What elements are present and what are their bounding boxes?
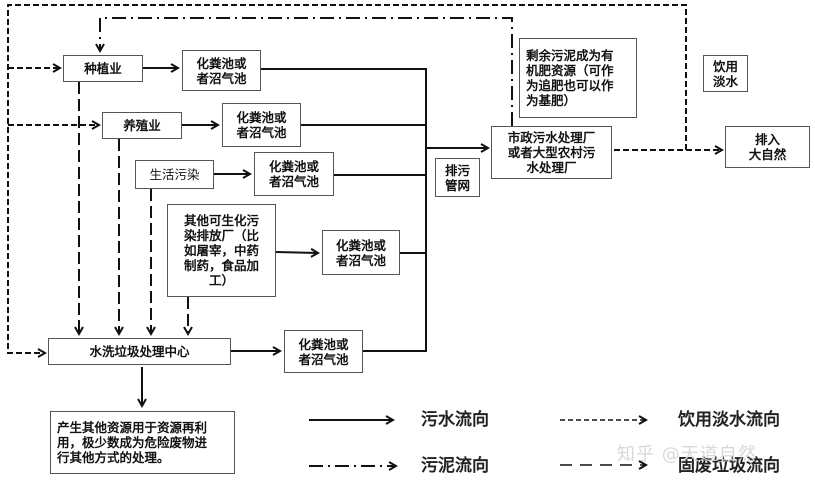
sewer-network-label: 排污 管网 xyxy=(435,158,480,197)
residue-note: 产生其他资源用于资源再利 用，极少数成为危险废物进 行其他方式的处理。 xyxy=(50,411,235,474)
source-other: 其他可生化污 染排放厂（比 如屠宰，中药 制药，食品加 工） xyxy=(167,204,276,297)
solid-waste-flow-lines xyxy=(79,82,188,334)
fresh-water-flow-lines xyxy=(7,4,722,353)
legend-fresh-water: 饮用淡水流向 xyxy=(678,410,780,430)
legend-sludge: 污泥流向 xyxy=(421,456,489,476)
legend-sewage: 污水流向 xyxy=(421,410,489,430)
watermark: 知乎 @天道自然 xyxy=(617,444,757,465)
garbage-center: 水洗垃圾处理中心 xyxy=(48,338,231,365)
source-domestic: 生活污染 xyxy=(135,160,214,189)
sludge-note: 剩余污泥成为有 机肥资源（可作 为追肥也可以作 为基肥） xyxy=(519,38,637,118)
source-breeding: 养殖业 xyxy=(102,112,182,139)
discharge-to-nature: 排入 大自然 xyxy=(725,126,810,168)
tank-other: 化粪池或 者沼气池 xyxy=(322,230,400,275)
drinking-water-label: 饮用 淡水 xyxy=(703,55,748,92)
sludge-flow-lines xyxy=(100,17,513,126)
tank-planting: 化粪池或 者沼气池 xyxy=(182,50,261,91)
tank-domestic: 化粪池或 者沼气池 xyxy=(254,152,334,196)
arrow-other-to-tank xyxy=(275,252,318,253)
source-planting: 种植业 xyxy=(63,55,143,82)
legend-solid-waste: 固废垃圾流向 xyxy=(678,456,780,476)
trunk-main xyxy=(261,68,427,352)
tank-breeding: 化粪池或 者沼气池 xyxy=(222,103,301,147)
tank-center: 化粪池或 者沼气池 xyxy=(284,330,363,373)
municipal-plant: 市政污水处理厂 或者大型农村污 水处理厂 xyxy=(491,126,612,179)
